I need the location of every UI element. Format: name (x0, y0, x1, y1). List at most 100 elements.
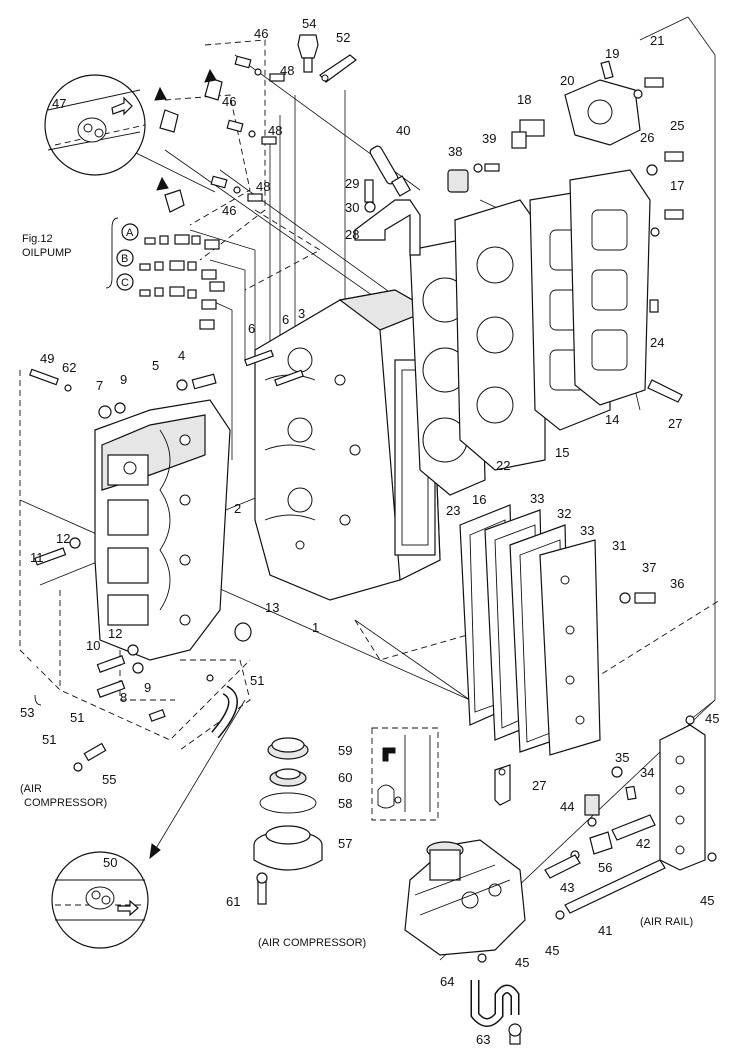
callout-61: 61 (226, 894, 240, 909)
callout-14: 14 (605, 412, 619, 427)
callout-50: 50 (103, 855, 117, 870)
callout-29: 29 (345, 176, 359, 191)
callout-25: 25 (670, 118, 684, 133)
callout-10: 10 (86, 638, 100, 653)
callout-1: 1 (312, 620, 319, 635)
upper-center-parts (354, 145, 500, 256)
callout-45: 45 (515, 955, 529, 970)
callout-9: 9 (144, 680, 151, 695)
callout-34: 34 (640, 765, 654, 780)
callout-21: 21 (650, 33, 664, 48)
callout-labels: 46 54 52 48 47 46 48 40 39 38 18 19 21 2… (20, 16, 719, 1047)
callout-16: 16 (472, 492, 486, 507)
callout-15: 15 (555, 445, 569, 460)
callout-37: 37 (642, 560, 656, 575)
callout-51: 51 (250, 673, 264, 688)
callout-45: 45 (545, 943, 559, 958)
oilpump-marker-b: B (121, 253, 128, 265)
callout-28: 28 (345, 227, 359, 242)
callout-64: 64 (440, 974, 454, 989)
callout-46: 46 (254, 26, 268, 41)
callout-42: 42 (636, 836, 650, 851)
callout-3: 3 (298, 306, 305, 321)
callout-45: 45 (705, 711, 719, 726)
air-compressor-note-line2: COMPRESSOR) (24, 797, 107, 809)
callout-36: 36 (670, 576, 684, 591)
callout-51: 51 (70, 710, 84, 725)
callout-31: 31 (612, 538, 626, 553)
callout-43: 43 (560, 880, 574, 895)
callout-39: 39 (482, 131, 496, 146)
air-rail-and-compressor (404, 715, 717, 1045)
callout-23: 23 (446, 503, 460, 518)
callout-24: 24 (650, 335, 664, 350)
callout-41: 41 (598, 923, 612, 938)
callout-13: 13 (265, 600, 279, 615)
callout-33: 33 (580, 523, 594, 538)
callout-11: 11 (30, 550, 44, 565)
callout-56: 56 (598, 860, 612, 875)
callout-17: 17 (670, 178, 684, 193)
callout-62: 62 (62, 360, 76, 375)
top-small-parts (154, 34, 357, 213)
cylinder-heads (409, 169, 651, 496)
callout-58: 58 (338, 796, 352, 811)
callout-20: 20 (560, 73, 574, 88)
callout-5: 5 (152, 358, 159, 373)
inset-detail-box (371, 727, 439, 821)
callout-63: 63 (476, 1032, 490, 1047)
callout-27: 27 (532, 778, 546, 793)
callout-46: 46 (222, 94, 236, 109)
fig-ref-line2: OILPUMP (22, 247, 72, 259)
callout-38: 38 (448, 144, 462, 159)
thermostat-cover (511, 60, 684, 403)
callout-2: 2 (234, 501, 241, 516)
callout-59: 59 (338, 743, 352, 758)
fig-ref-line1: Fig.12 (22, 233, 53, 245)
callout-55: 55 (102, 772, 116, 787)
callout-26: 26 (640, 130, 654, 145)
cylinder-block (244, 289, 441, 601)
callout-18: 18 (517, 92, 531, 107)
callout-8: 8 (120, 690, 127, 705)
callout-48: 48 (256, 179, 270, 194)
callout-53: 53 (20, 705, 34, 720)
bracket-27-lower (494, 764, 511, 806)
callout-30: 30 (345, 200, 359, 215)
callout-6: 6 (248, 321, 255, 336)
callout-33: 33 (530, 491, 544, 506)
callout-60: 60 (338, 770, 352, 785)
diagram-notes: Fig.12 OILPUMP A B C (AIR COMPRESSOR) (A… (20, 227, 693, 949)
callout-12: 12 (108, 626, 122, 641)
callout-47: 47 (52, 96, 66, 111)
crankcase-left (94, 399, 231, 661)
left-fasteners (29, 368, 252, 698)
magnified-view-50 (51, 851, 149, 949)
callout-22: 22 (496, 458, 510, 473)
callout-45: 45 (700, 893, 714, 908)
callout-40: 40 (396, 123, 410, 138)
exhaust-covers (459, 504, 656, 756)
air-rail-label: (AIR RAIL) (640, 916, 693, 928)
callout-48: 48 (280, 63, 294, 78)
callout-35: 35 (615, 750, 629, 765)
callout-9: 9 (120, 372, 127, 387)
callout-51: 51 (42, 732, 56, 747)
magnified-view-47 (44, 74, 146, 176)
callout-48: 48 (268, 123, 282, 138)
callout-27: 27 (668, 416, 682, 431)
callout-19: 19 (605, 46, 619, 61)
callout-7: 7 (96, 378, 103, 393)
oilpump-marker-c: C (121, 277, 129, 289)
callout-49: 49 (40, 351, 54, 366)
lower-left-hoses (33, 660, 238, 772)
oilpump-marker-a: A (126, 227, 134, 239)
callout-4: 4 (178, 348, 185, 363)
callout-52: 52 (336, 30, 350, 45)
callout-57: 57 (338, 836, 352, 851)
callout-32: 32 (557, 506, 571, 521)
oilpump-fittings (105, 217, 225, 330)
callout-12: 12 (56, 531, 70, 546)
callout-46: 46 (222, 203, 236, 218)
